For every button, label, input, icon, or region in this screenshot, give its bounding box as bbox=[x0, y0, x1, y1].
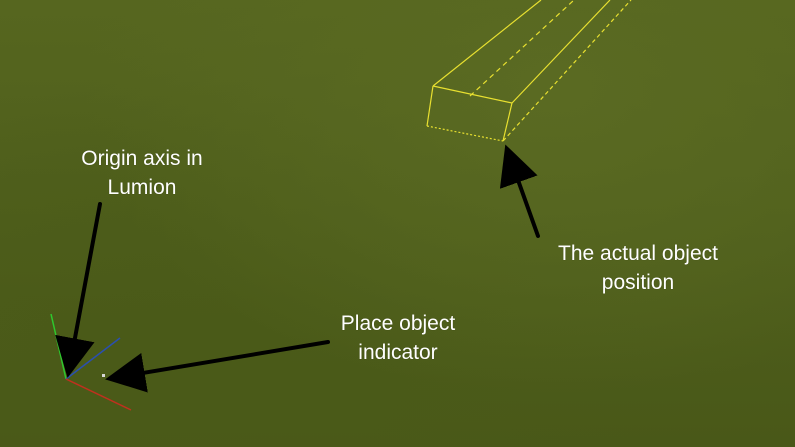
object-wireframe[interactable] bbox=[426, 0, 632, 142]
axis-y-line bbox=[50, 313, 67, 380]
place-indicator-label-line2: indicator bbox=[358, 341, 438, 364]
arrow-to-origin bbox=[55, 202, 102, 378]
arrow-to-object bbox=[499, 144, 540, 238]
place-indicator-label: Place object indicator bbox=[318, 309, 478, 367]
origin-axis-label-line2: Lumion bbox=[107, 176, 177, 199]
actual-position-label-line1: The actual object bbox=[558, 242, 718, 265]
place-indicator-label-line1: Place object bbox=[340, 312, 456, 335]
origin-axis-label-line1: Origin axis in bbox=[81, 147, 203, 170]
place-object-indicator[interactable] bbox=[102, 374, 105, 377]
origin-axis-gizmo bbox=[50, 313, 132, 411]
axis-x-line bbox=[65, 378, 132, 411]
actual-position-label-line2: position bbox=[601, 271, 675, 294]
origin-axis-label: Origin axis in Lumion bbox=[62, 144, 222, 202]
arrow-to-indicator bbox=[105, 340, 330, 393]
actual-position-label: The actual object position bbox=[538, 239, 738, 297]
annotation-arrows bbox=[55, 144, 540, 393]
